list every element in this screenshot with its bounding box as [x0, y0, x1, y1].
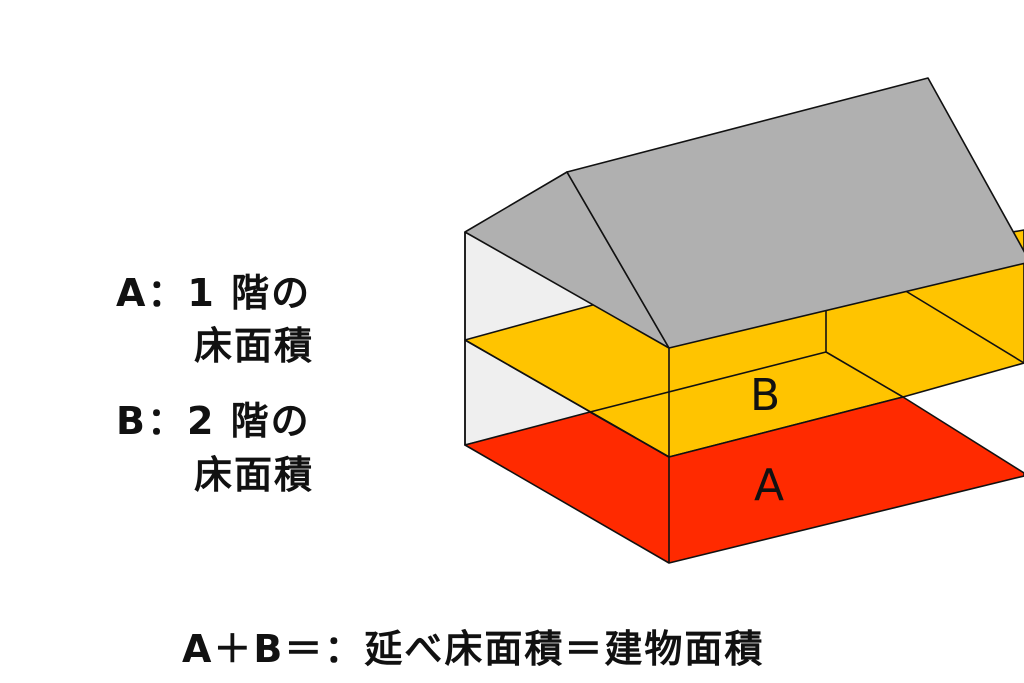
- edge: [825, 351, 904, 398]
- edge: [464, 339, 670, 458]
- legend-a-line2: 床面積: [194, 324, 315, 368]
- legend-a-line1: A：1 階の: [116, 271, 312, 315]
- edge: [903, 289, 1024, 364]
- roof-main: [566, 77, 1024, 349]
- floor-b-label: B: [750, 370, 780, 421]
- legend-b-line2: 床面積: [194, 453, 315, 497]
- legend-b-line1: B：2 階の: [116, 399, 311, 443]
- edge: [589, 351, 827, 413]
- formula: A＋B＝：延べ床面積＝建物面積: [182, 627, 765, 671]
- floor-a-label: A: [754, 460, 784, 511]
